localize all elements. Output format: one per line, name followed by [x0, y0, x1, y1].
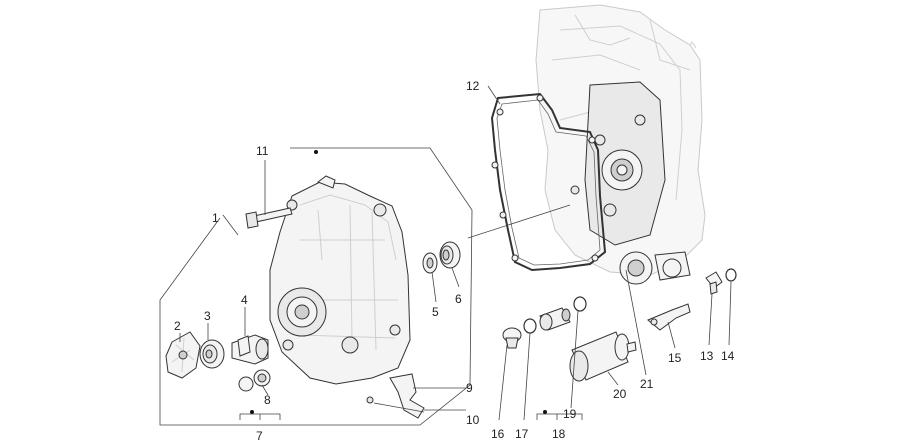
callout-16: 16 [491, 427, 505, 441]
callout-labels: 1 2 3 4 5 6 7 8 9 10 11 12 13 14 15 16 1… [174, 79, 735, 442]
pump-shaft [231, 334, 269, 365]
sealing-washer [725, 268, 737, 282]
callout-7: 7 [256, 429, 263, 442]
callout-11: 11 [256, 144, 269, 158]
oil-drain-plug [502, 327, 522, 349]
o-ring-small [523, 318, 537, 334]
reference-dot [314, 150, 318, 154]
callout-2: 2 [174, 319, 181, 333]
oil-filter [569, 331, 637, 382]
assembly-outline [159, 147, 473, 426]
o-ring-large [573, 296, 587, 312]
gasket [490, 92, 607, 272]
callout-14: 14 [721, 349, 735, 363]
callout-18: 18 [552, 427, 566, 441]
cover-bracket [647, 303, 691, 331]
bolt [245, 207, 293, 229]
callout-4: 4 [241, 293, 248, 307]
callout-15: 15 [668, 351, 682, 365]
oil-seal [422, 252, 438, 274]
callout-17: 17 [515, 427, 529, 441]
impeller [165, 331, 201, 379]
engine-cover [269, 175, 411, 385]
pump-seal [199, 339, 225, 369]
temperature-sensor [705, 271, 723, 295]
bearing [439, 241, 461, 269]
leader-lines [179, 85, 732, 421]
pump-plug [238, 369, 271, 392]
crankcase-housing [535, 4, 706, 285]
callout-3: 3 [204, 309, 211, 323]
callout-5: 5 [432, 305, 439, 319]
callout-9: 9 [466, 381, 473, 395]
callout-6: 6 [455, 292, 462, 306]
callout-8: 8 [264, 393, 271, 407]
callout-20: 20 [613, 387, 627, 401]
callout-13: 13 [700, 349, 714, 363]
callout-10: 10 [466, 413, 480, 427]
callout-19: 19 [563, 407, 577, 421]
callout-21: 21 [640, 377, 654, 391]
oil-strainer [539, 307, 571, 331]
bracket [366, 373, 425, 419]
callout-1: 1 [212, 211, 219, 225]
callout-12: 12 [466, 79, 480, 93]
